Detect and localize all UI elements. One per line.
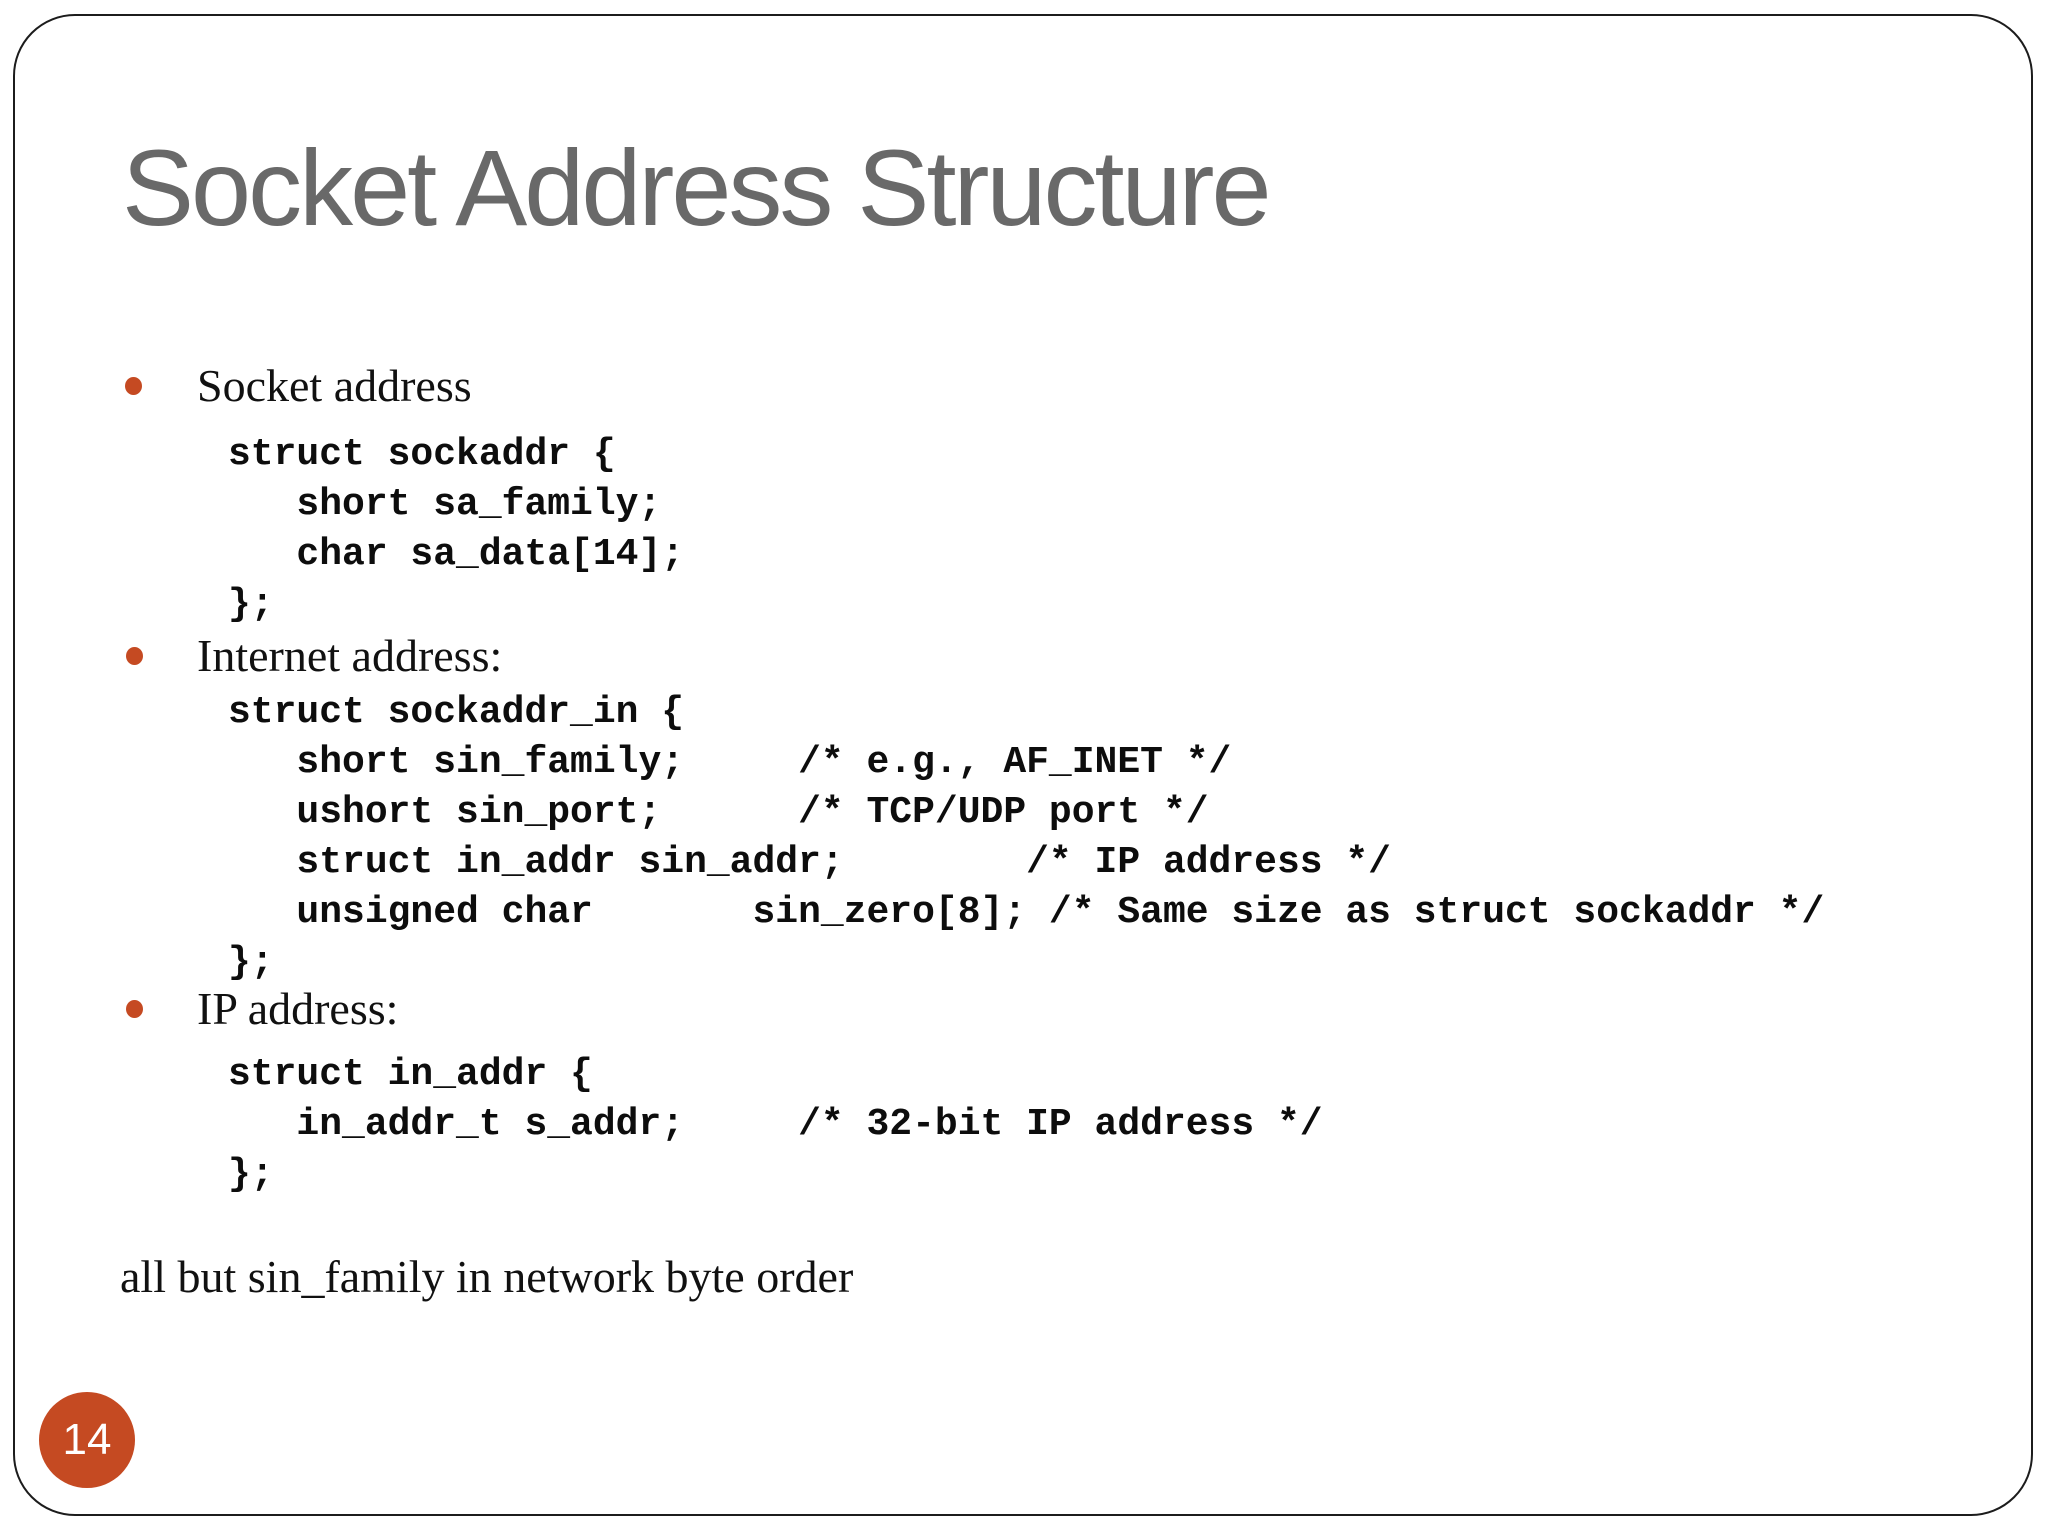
- slide-border: [13, 14, 2033, 1516]
- code-line: char sa_data[14];: [228, 533, 685, 576]
- code-line: short sa_family;: [228, 483, 662, 526]
- code-line: struct in_addr {: [228, 1053, 593, 1096]
- code-line: struct sockaddr {: [228, 433, 616, 476]
- code-block-in-addr: struct in_addr { in_addr_t s_addr; /* 32…: [228, 1050, 1323, 1200]
- code-line: };: [228, 941, 274, 984]
- code-line: struct sockaddr_in {: [228, 691, 685, 734]
- code-line: in_addr_t s_addr; /* 32-bit IP address *…: [228, 1103, 1323, 1146]
- page-number: 14: [62, 1415, 112, 1464]
- page-number-badge: 14: [39, 1392, 135, 1488]
- bullet-icon: [126, 647, 143, 665]
- code-line: struct in_addr sin_addr; /* IP address *…: [228, 841, 1391, 884]
- code-line: short sin_family; /* e.g., AF_INET */: [228, 741, 1232, 784]
- bullet-icon: [125, 377, 142, 395]
- code-block-sockaddr-in: struct sockaddr_in { short sin_family; /…: [228, 688, 1824, 988]
- bullet-label-internet-address: Internet address:: [197, 630, 503, 681]
- bullet-label-socket-address: Socket address: [197, 360, 472, 411]
- code-block-sockaddr: struct sockaddr { short sa_family; char …: [228, 430, 684, 630]
- slide-title: Socket Address Structure: [122, 127, 1272, 248]
- bullet-icon: [126, 1000, 143, 1018]
- code-line: };: [228, 583, 274, 626]
- footer-note: all but sin_family in network byte order: [120, 1251, 854, 1302]
- code-line: ushort sin_port; /* TCP/UDP port */: [228, 791, 1209, 834]
- code-line: };: [228, 1153, 274, 1196]
- bullet-label-ip-address: IP address:: [197, 983, 399, 1034]
- code-line: unsigned char sin_zero[8]; /* Same size …: [228, 891, 1825, 934]
